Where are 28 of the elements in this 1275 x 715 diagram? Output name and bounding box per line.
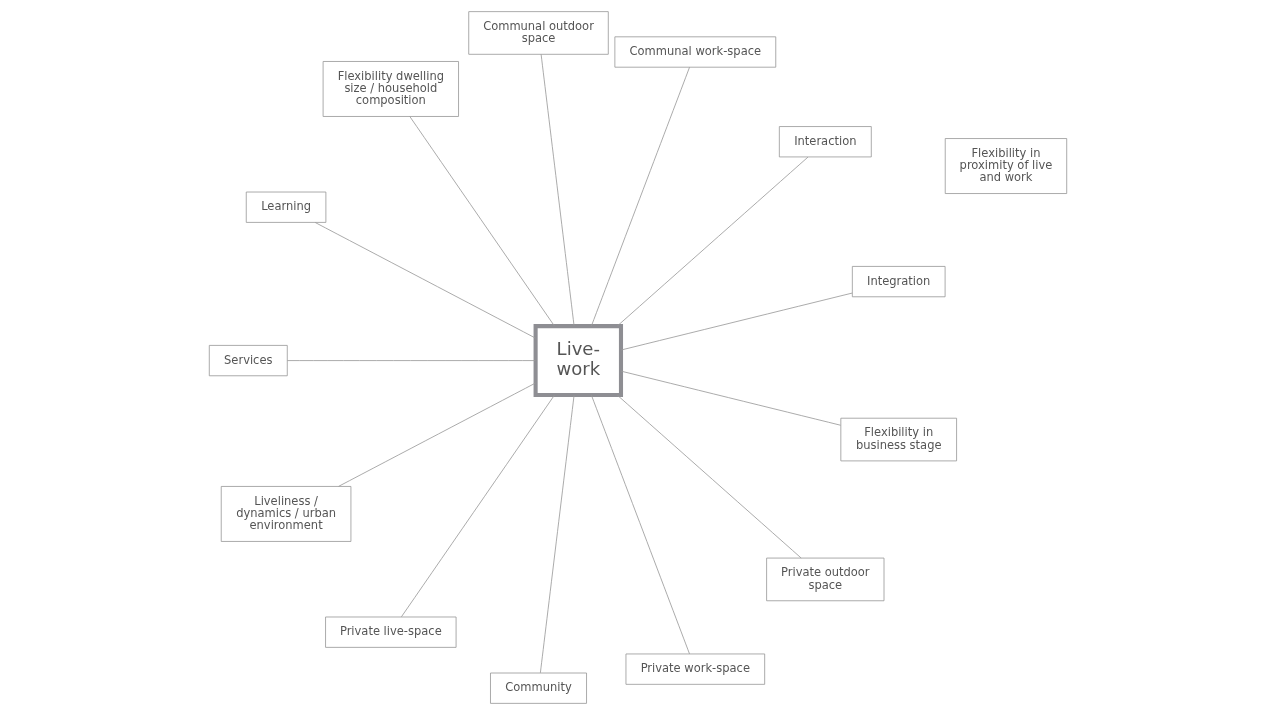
node-box: Integration — [851, 266, 945, 298]
connector — [620, 292, 853, 351]
connector — [590, 394, 690, 655]
connector — [539, 394, 574, 674]
node-box: Communal outdoor space — [467, 11, 609, 55]
connector — [620, 370, 841, 426]
node-box: Flexibility in proximity of live and work — [944, 138, 1067, 194]
node-box: Flexibility dwelling size / household composition — [322, 61, 459, 117]
connector — [590, 66, 690, 327]
node-box: Liveliness / dynamics / urban environment — [220, 486, 351, 542]
connector — [314, 222, 536, 339]
connector — [337, 382, 536, 487]
node-box: Communal work-space — [613, 36, 776, 68]
node-box: Private work-space — [625, 653, 765, 685]
node-box: Live-work — [533, 324, 623, 398]
node-box: Private outdoor space — [765, 557, 884, 602]
node-box: Private live-space — [324, 616, 456, 648]
connector — [408, 116, 555, 327]
node-box: Interaction — [778, 126, 872, 158]
connector — [540, 53, 574, 327]
node-box: Community — [489, 672, 587, 704]
node-box: Learning — [245, 191, 326, 223]
connector — [400, 394, 555, 618]
connector — [616, 394, 802, 559]
node-box: Services — [208, 345, 288, 377]
connector — [286, 360, 536, 361]
node-box: Flexibility in business stage — [839, 417, 957, 462]
connector — [616, 156, 808, 327]
